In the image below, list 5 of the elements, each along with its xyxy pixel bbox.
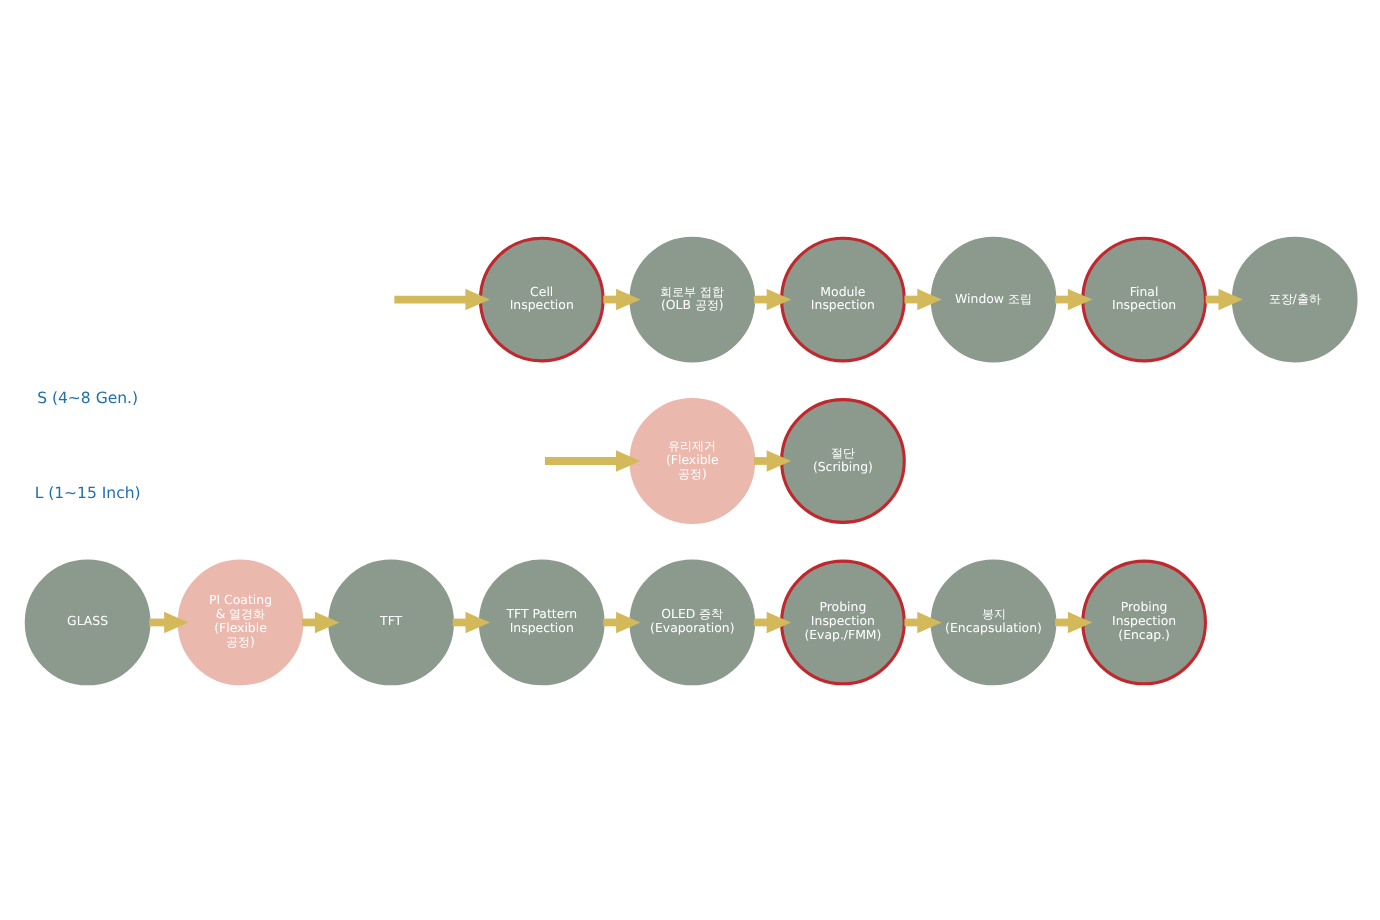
label: L (1~15 Inch) [34, 482, 141, 501]
arrow [544, 449, 641, 471]
label: S (4~8 Gen.) [37, 387, 139, 406]
arrow [149, 610, 189, 633]
arrow [394, 287, 490, 310]
